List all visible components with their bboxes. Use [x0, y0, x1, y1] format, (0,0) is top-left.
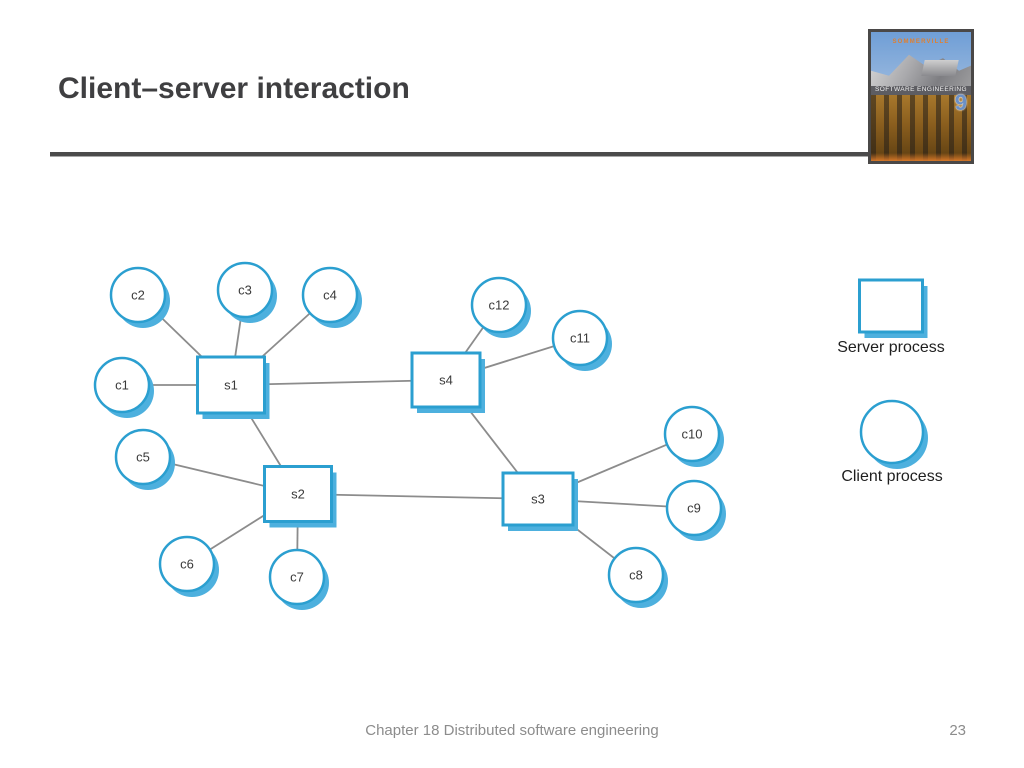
- node-c8: c8: [607, 546, 668, 608]
- node-c6: c6: [158, 535, 219, 597]
- node-c10: c10: [663, 405, 724, 467]
- node-c9: c9: [665, 479, 726, 541]
- node-label: c9: [687, 501, 701, 516]
- book-cover-author: SOMMERVILLE: [892, 39, 950, 45]
- client-process-circle: [665, 479, 723, 537]
- client-process-circle: [663, 405, 721, 463]
- book-cover-edition: 9: [954, 90, 967, 115]
- node-c7: c7: [268, 548, 329, 610]
- node-label: s2: [291, 487, 305, 502]
- node-label: c7: [290, 570, 304, 585]
- node-c11: c11: [551, 309, 612, 371]
- node-label: s4: [439, 373, 453, 388]
- node-label: c8: [629, 568, 643, 583]
- node-c1: c1: [93, 356, 154, 418]
- page-number: 23: [949, 722, 966, 739]
- client-process-circle: [607, 546, 665, 604]
- book-cover-photo-top: SOMMERVILLE: [871, 32, 971, 86]
- node-s3: s3: [501, 471, 578, 531]
- node-c3: c3: [216, 261, 277, 323]
- edge-s2-s3: [297, 493, 539, 500]
- node-s2: s2: [263, 465, 337, 528]
- book-cover-title: SOFTWARE ENGINEERING: [871, 84, 971, 95]
- client-process-circle: [109, 266, 167, 324]
- node-label: c11: [570, 331, 590, 346]
- legend-label-client: Client process: [841, 468, 942, 485]
- node-label: c4: [323, 288, 337, 303]
- server-process-square: [858, 278, 924, 334]
- book-cover-building-shape2: [921, 60, 959, 76]
- node-label: c5: [136, 450, 150, 465]
- node-c5: c5: [114, 428, 175, 490]
- node-label: c10: [682, 427, 703, 442]
- server-process-square: [263, 465, 333, 523]
- node-label: c1: [115, 378, 129, 393]
- book-cover-image: SOMMERVILLE SOFTWARE ENGINEERING 9: [868, 29, 974, 164]
- server-process-square: [501, 471, 575, 527]
- client-process-circle: [859, 399, 925, 465]
- node-label: c6: [180, 557, 194, 572]
- node-label: s1: [224, 378, 238, 393]
- client-process-circle: [216, 261, 274, 319]
- node-label: s3: [531, 492, 545, 507]
- client-process-circle: [551, 309, 609, 367]
- legend-label-server: Server process: [837, 339, 945, 356]
- server-process-square: [410, 351, 482, 409]
- footer-text: Chapter 18 Distributed software engineer…: [365, 722, 659, 739]
- node-c2: c2: [109, 266, 170, 328]
- node-label: c2: [131, 288, 145, 303]
- legend-client: Client process: [841, 399, 943, 485]
- legend-server: Server process: [837, 278, 945, 356]
- title-divider: [50, 152, 973, 157]
- client-process-circle: [114, 428, 172, 486]
- node-s1: s1: [196, 355, 270, 419]
- node-c4: c4: [301, 266, 362, 328]
- client-process-circle: [268, 548, 326, 606]
- page-title: Client–server interaction: [58, 72, 410, 105]
- node-s4: s4: [410, 351, 485, 413]
- node-label: c3: [238, 283, 252, 298]
- node-c12: c12: [470, 276, 531, 338]
- client-process-circle: [301, 266, 359, 324]
- node-label: c12: [489, 298, 510, 313]
- client-process-circle: [93, 356, 151, 414]
- client-process-circle: [470, 276, 528, 334]
- client-process-circle: [158, 535, 216, 593]
- book-cover-photo-bottom: [871, 95, 971, 161]
- server-process-square: [196, 355, 266, 415]
